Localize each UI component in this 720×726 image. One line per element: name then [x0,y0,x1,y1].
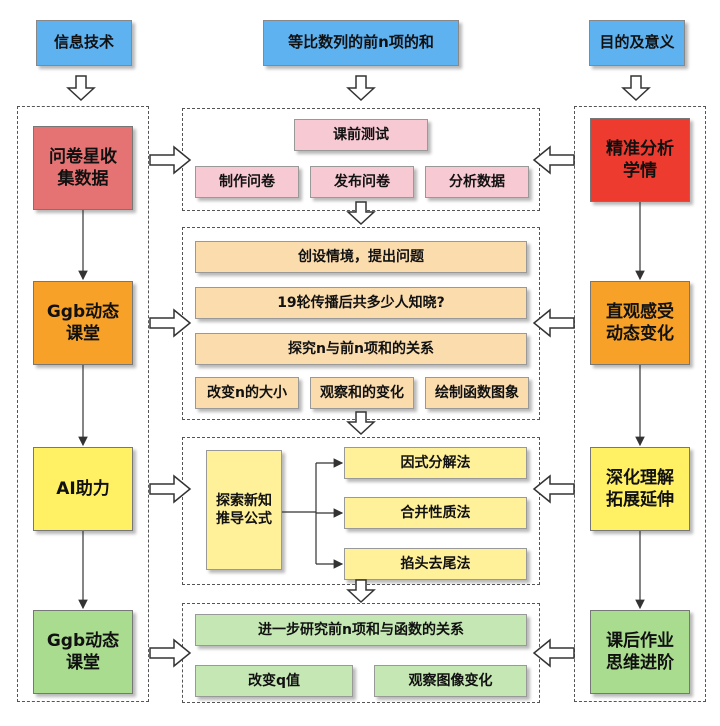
header-purpose: 目的及意义 [589,20,685,66]
down-arrow-right [621,75,651,102]
ggb-item-change-n: 改变n的大小 [195,377,299,409]
ai-main-explore: 探索新知 推导公式 [206,450,282,570]
right-arrow-3 [149,474,192,504]
left-box-questionnaire: 问卷星收 集数据 [33,126,133,210]
left-arrow-1 [532,145,575,175]
down-arrow-section-1 [346,201,376,226]
pretest-item-analyze: 分析数据 [425,166,529,198]
function-item-observe-graph: 观察图像变化 [374,665,527,697]
left-arrow-2 [532,308,575,338]
down-arrow-left [66,75,96,102]
right-column-frame [574,106,706,702]
down-arrow-center [346,75,376,102]
ai-method-telescoping: 掐头去尾法 [344,548,527,580]
header-info-tech: 信息技术 [36,20,132,66]
header-topic: 等比数列的前n项的和 [263,20,459,66]
left-box-ggb-1: Ggb动态 课堂 [33,281,133,365]
right-box-deepen: 深化理解 拓展延伸 [590,447,690,531]
right-arrow-4 [149,638,192,668]
function-title: 进一步研究前n项和与函数的关系 [195,614,527,646]
left-column-frame [17,106,149,702]
left-box-ggb-2: Ggb动态 课堂 [33,610,133,694]
ggb-row-situation: 创设情境，提出问题 [195,241,527,273]
function-item-change-q: 改变q值 [195,665,353,697]
ai-method-factor: 因式分解法 [344,447,527,479]
right-box-intuition: 直观感受 动态变化 [590,281,690,365]
right-box-homework: 课后作业 思维进阶 [590,610,690,694]
pretest-title: 课前测试 [294,119,428,151]
ai-method-merge: 合并性质法 [344,497,527,529]
down-arrow-section-3 [346,579,376,604]
left-arrow-3 [532,474,575,504]
pretest-item-publish: 发布问卷 [310,166,414,198]
pretest-item-make: 制作问卷 [195,166,299,198]
down-arrow-section-2 [346,411,376,436]
right-box-analysis: 精准分析 学情 [590,118,690,202]
ggb-row-explore: 探究n与前n项和的关系 [195,333,527,365]
right-arrow-2 [149,308,192,338]
left-arrow-4 [532,638,575,668]
left-box-ai: AI助力 [33,447,133,531]
ggb-item-observe-sum: 观察和的变化 [310,377,414,409]
right-arrow-1 [149,145,192,175]
ggb-row-question: 19轮传播后共多少人知晓? [195,287,527,319]
ggb-item-plot-function: 绘制函数图象 [425,377,529,409]
